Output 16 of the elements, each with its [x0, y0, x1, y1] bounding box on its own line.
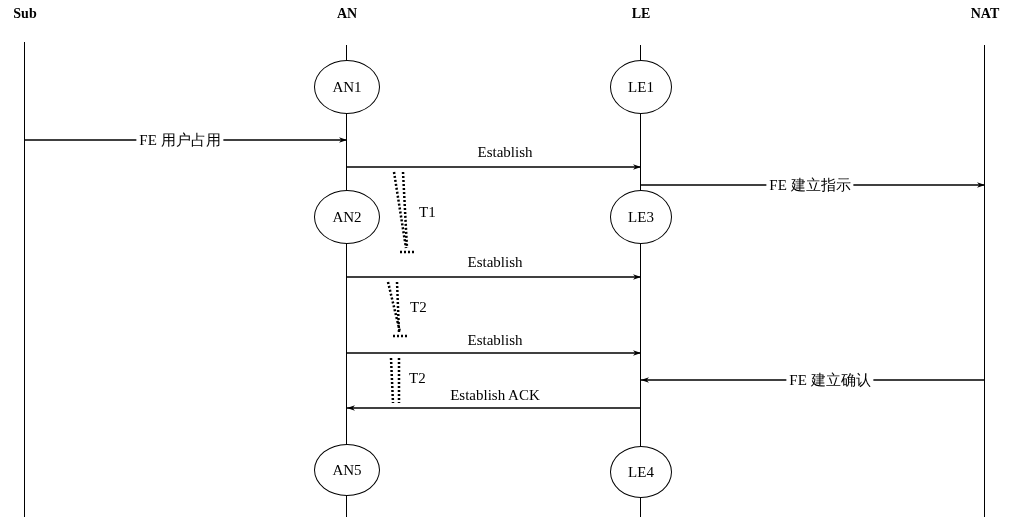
edge-label: FE 建立指示	[766, 175, 854, 195]
timer-label: T1	[419, 203, 436, 221]
state-ellipse: LE1	[610, 60, 672, 114]
state-ellipse: LE3	[610, 190, 672, 244]
message-arrow	[346, 274, 642, 280]
edge-label: FE 用户占用	[136, 130, 224, 150]
message-arrow	[346, 164, 642, 170]
timer-label: T2	[410, 298, 427, 316]
state-ellipse: LE4	[610, 446, 672, 498]
message-arrow	[346, 350, 642, 356]
state-ellipse: AN2	[314, 190, 380, 244]
state-ellipse: AN1	[314, 60, 380, 114]
timer-label: T2	[409, 369, 426, 387]
state-ellipse: AN5	[314, 444, 380, 496]
edge-label: FE 建立确认	[786, 370, 874, 390]
message-arrow	[346, 405, 642, 411]
